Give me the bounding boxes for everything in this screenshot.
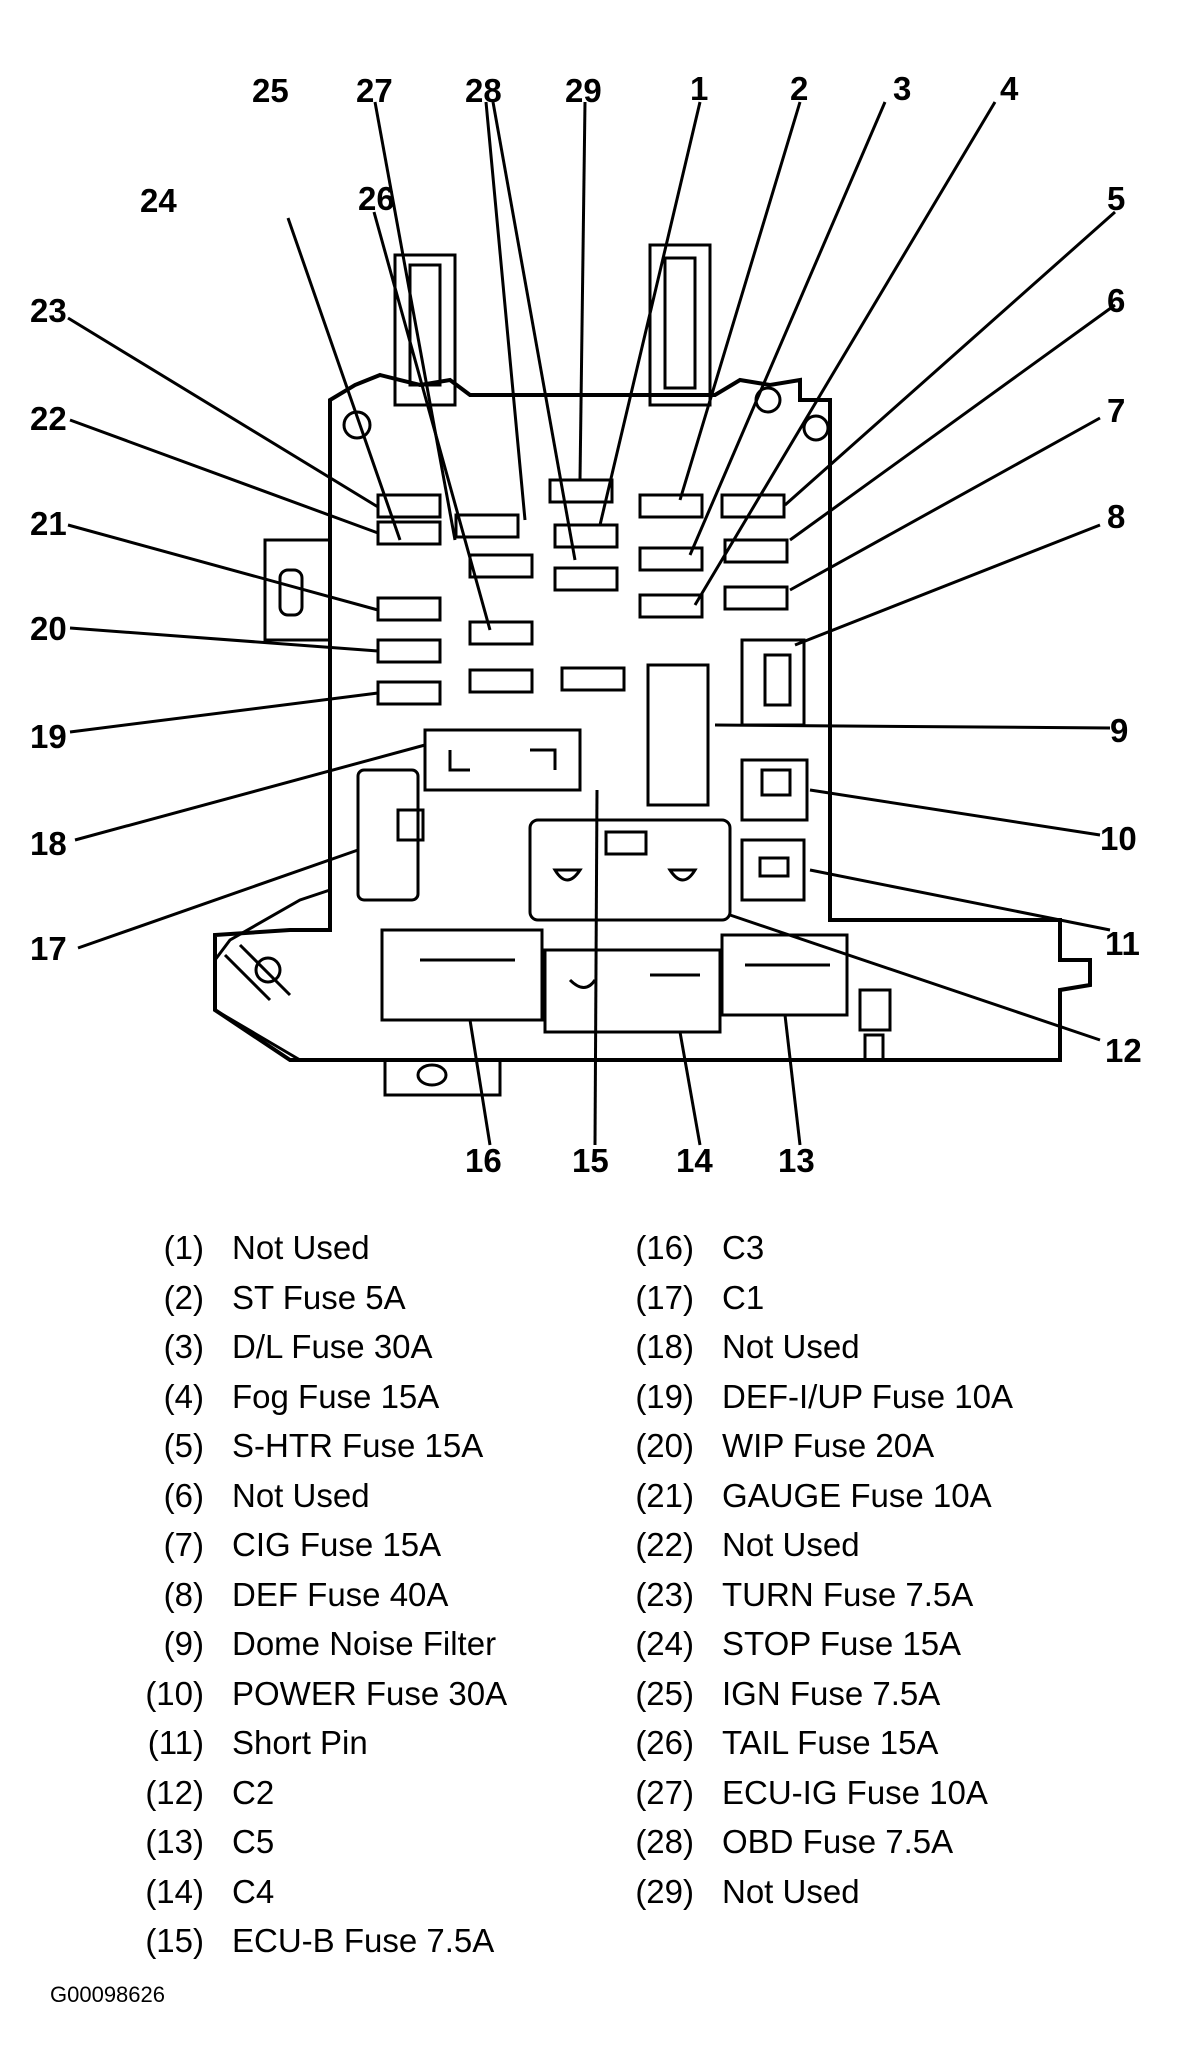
callout-2: 2 xyxy=(790,70,808,107)
legend-text: D/L Fuse 30A xyxy=(232,1328,433,1365)
legend-text: C2 xyxy=(232,1773,275,1811)
callout-21: 21 xyxy=(30,505,67,542)
callout-14: 14 xyxy=(676,1142,713,1179)
legend-text: ECU-IG Fuse 10A xyxy=(722,1773,988,1811)
callout-3: 3 xyxy=(893,70,911,107)
legend-text: Not Used xyxy=(232,1476,370,1514)
legend-number: (4) xyxy=(163,1377,204,1415)
callout-28: 28 xyxy=(465,72,502,109)
callout-16: 16 xyxy=(465,1142,502,1179)
legend-number: (15) xyxy=(145,1922,204,1959)
legend-text: ECU-B Fuse 7.5A xyxy=(232,1922,495,1959)
legend-text: C4 xyxy=(232,1872,275,1910)
legend-number: (17) xyxy=(635,1278,694,1316)
legend-text: IGN Fuse 7.5A xyxy=(722,1674,941,1712)
legend-text: Not Used xyxy=(232,1229,370,1266)
legend-text: Short Pin xyxy=(232,1724,368,1761)
callout-26: 26 xyxy=(358,180,395,217)
legend-number: (9) xyxy=(163,1625,204,1662)
callout-25: 25 xyxy=(252,72,289,109)
legend-text: Fog Fuse 15A xyxy=(232,1377,440,1415)
callout-9: 9 xyxy=(1110,712,1128,749)
callout-1: 1 xyxy=(690,70,708,107)
callout-22: 22 xyxy=(30,400,67,437)
callout-27: 27 xyxy=(356,72,393,109)
legend-number: (1) xyxy=(163,1229,204,1266)
legend-number: (13) xyxy=(145,1823,204,1860)
legend-text: Not Used xyxy=(722,1872,860,1910)
legend-text: POWER Fuse 30A xyxy=(232,1674,508,1712)
legend-number: (7) xyxy=(163,1526,204,1563)
callout-5: 5 xyxy=(1107,180,1125,217)
callout-20: 20 xyxy=(30,610,67,647)
legend-number: (21) xyxy=(635,1476,694,1514)
callout-6: 6 xyxy=(1107,282,1125,319)
legend-number: (24) xyxy=(635,1625,694,1662)
legend: (1) Not Used (2) ST Fuse 5A (3) D/L Fuse 30… xyxy=(0,1228,1178,1988)
legend-text: TURN Fuse 7.5A xyxy=(722,1575,974,1613)
legend-number: (5) xyxy=(163,1427,204,1464)
callout-10: 10 xyxy=(1100,820,1137,857)
callout-18: 18 xyxy=(30,825,67,862)
legend-text: C3 xyxy=(722,1229,765,1266)
legend-number: (8) xyxy=(163,1575,204,1613)
legend-number: (22) xyxy=(635,1526,694,1563)
legend-text: CIG Fuse 15A xyxy=(232,1526,442,1563)
legend-number: (18) xyxy=(635,1328,694,1365)
legend-text: ST Fuse 5A xyxy=(232,1278,406,1316)
legend-text: Not Used xyxy=(722,1526,860,1563)
callout-23: 23 xyxy=(30,292,67,329)
leader-lines xyxy=(67,101,1116,1146)
callout-11: 11 xyxy=(1105,925,1140,962)
legend-text: OBD Fuse 7.5A xyxy=(722,1823,954,1860)
legend-number: (27) xyxy=(635,1773,694,1811)
legend-text: WIP Fuse 20A xyxy=(722,1427,935,1464)
legend-text: C5 xyxy=(232,1823,275,1860)
legend-number: (12) xyxy=(145,1773,204,1811)
callout-labels: 1 2 3 4 5 6 7 8 9 10 11 12 13 14 15 16 1… xyxy=(30,70,1142,1179)
legend-number: (20) xyxy=(635,1427,694,1464)
legend-number: (23) xyxy=(635,1575,694,1613)
callout-7: 7 xyxy=(1107,392,1125,429)
legend-number: (10) xyxy=(145,1674,204,1712)
legend-number: (16) xyxy=(635,1229,694,1266)
callout-17: 17 xyxy=(30,930,67,967)
figure-id: G00098626 xyxy=(50,1982,165,2007)
fuse-box-diagram: 1 2 3 4 5 6 7 8 9 10 11 12 13 14 15 16 1… xyxy=(30,70,1142,1179)
legend-text: S-HTR Fuse 15A xyxy=(232,1427,484,1464)
callout-15: 15 xyxy=(572,1142,609,1179)
callout-29: 29 xyxy=(565,72,602,109)
callout-8: 8 xyxy=(1107,498,1125,535)
fuse-box-drawing xyxy=(213,243,1092,1097)
legend-number: (29) xyxy=(635,1872,694,1910)
legend-number: (2) xyxy=(163,1278,204,1316)
callout-19: 19 xyxy=(30,718,67,755)
legend-number: (19) xyxy=(635,1377,694,1415)
callout-24: 24 xyxy=(140,182,177,219)
callout-12: 12 xyxy=(1105,1032,1142,1069)
legend-number: (3) xyxy=(163,1328,204,1365)
legend-number: (14) xyxy=(145,1872,204,1910)
legend-text: Dome Noise Filter xyxy=(232,1625,497,1662)
legend-number: (25) xyxy=(635,1674,694,1712)
legend-text: C1 xyxy=(722,1278,765,1316)
legend-number: (11) xyxy=(147,1724,204,1761)
legend-text: GAUGE Fuse 10A xyxy=(722,1476,992,1514)
legend-text: DEF-I/UP Fuse 10A xyxy=(722,1377,1013,1415)
legend-text: DEF Fuse 40A xyxy=(232,1575,449,1613)
callout-13: 13 xyxy=(778,1142,815,1179)
callout-4: 4 xyxy=(1000,70,1019,107)
legend-number: (6) xyxy=(163,1476,204,1514)
legend-text: TAIL Fuse 15A xyxy=(722,1724,939,1761)
legend-text: STOP Fuse 15A xyxy=(722,1625,962,1662)
legend-number: (26) xyxy=(635,1724,694,1761)
legend-number: (28) xyxy=(635,1823,694,1860)
legend-text: Not Used xyxy=(722,1328,860,1365)
